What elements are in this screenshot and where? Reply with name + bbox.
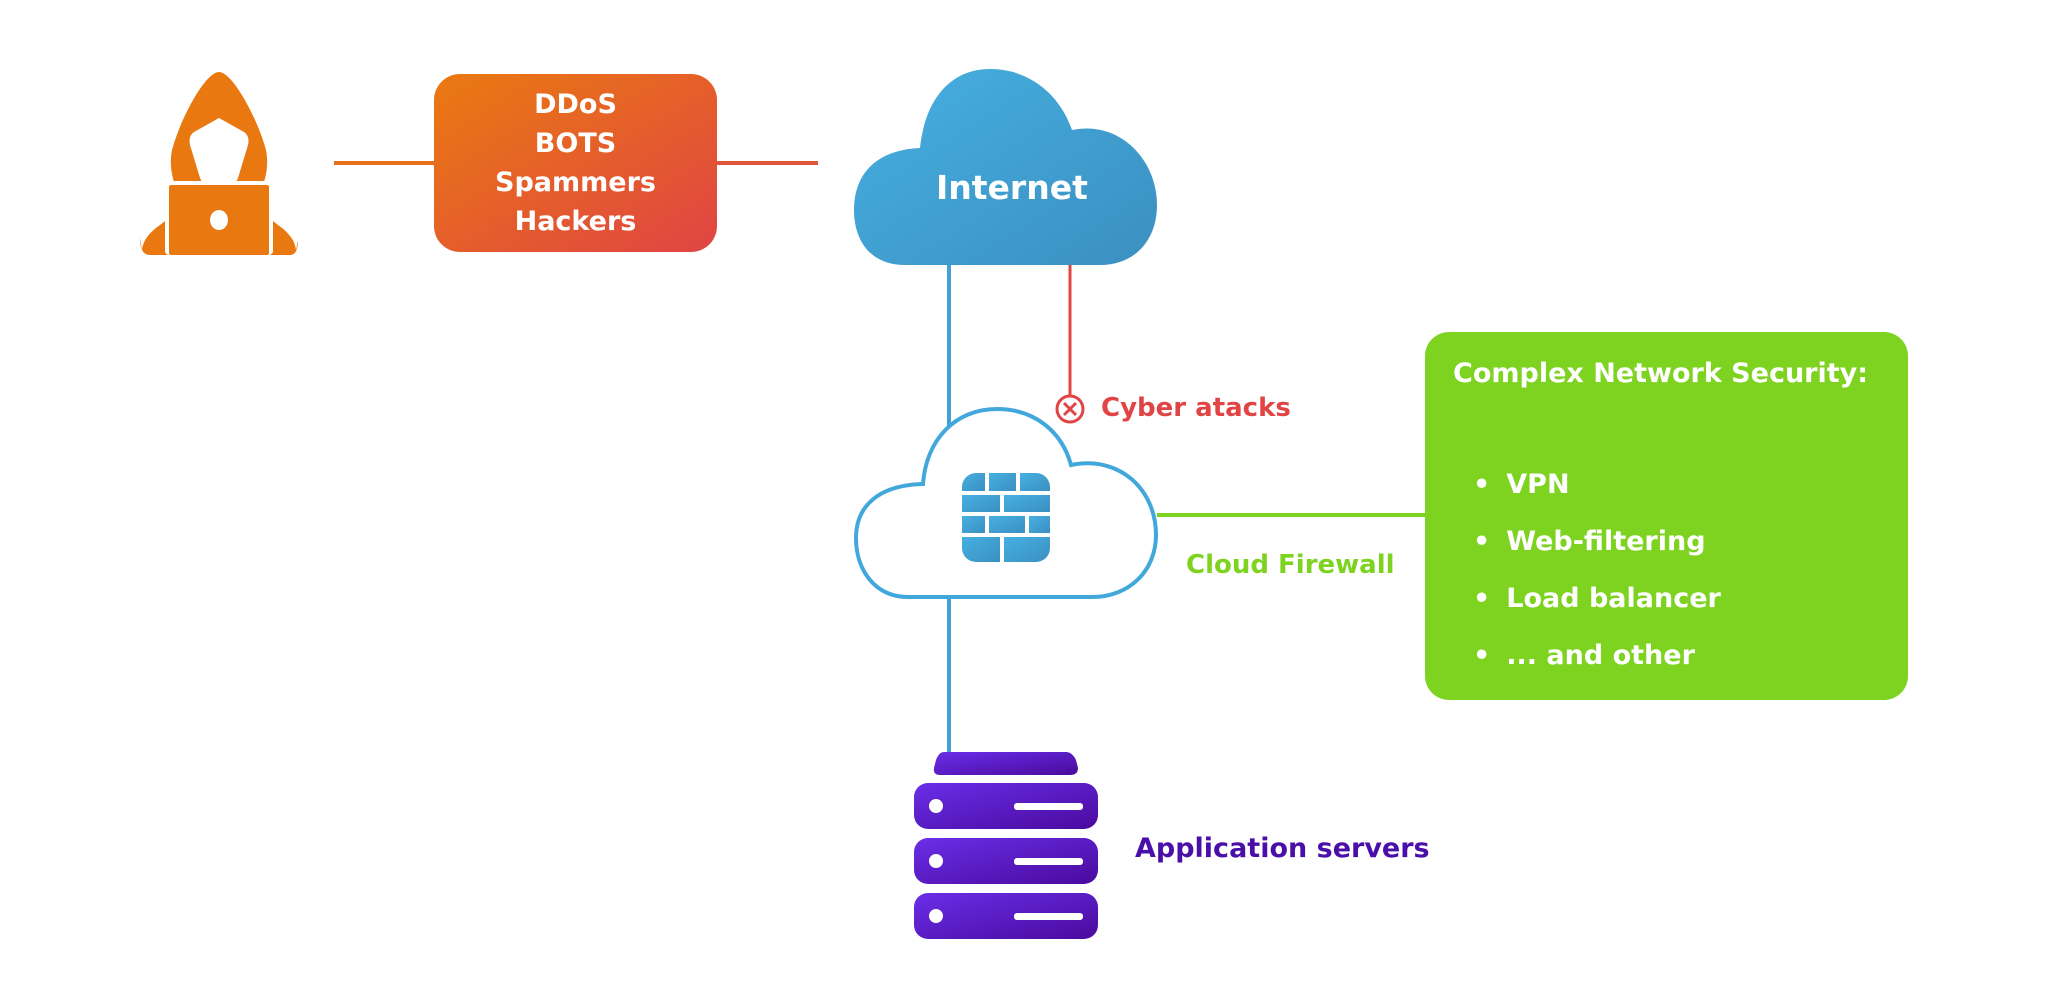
threats-box	[434, 74, 717, 252]
application-servers-label: Application servers	[1135, 833, 1430, 864]
security-item: Web-filtering	[1473, 525, 1721, 582]
security-list: VPN Web-filtering Load balancer ... and …	[1473, 468, 1721, 696]
internet-cloud-icon	[854, 69, 1157, 265]
brick-wall-icon	[962, 473, 1050, 562]
threat-item: Spammers	[495, 167, 656, 198]
cloud-firewall-label: Cloud Firewall	[1186, 550, 1395, 580]
blocked-x-icon	[1055, 394, 1085, 424]
server-stack-icon	[914, 752, 1098, 939]
cyber-attacks-label: Cyber atacks	[1101, 393, 1291, 423]
security-item: Load balancer	[1473, 582, 1721, 639]
threat-item: DDoS	[534, 89, 617, 120]
threats-list: DDoS BOTS Spammers Hackers	[434, 74, 717, 252]
security-item: VPN	[1473, 468, 1721, 525]
security-item: ... and other	[1473, 639, 1721, 696]
security-title: Complex Network Security:	[1453, 358, 1869, 389]
internet-label: Internet	[936, 168, 1088, 207]
hacker-icon	[140, 72, 298, 255]
network-security-box: Complex Network Security: VPN Web-filter…	[1425, 332, 1908, 700]
threat-item: BOTS	[534, 128, 617, 159]
threat-item: Hackers	[514, 206, 637, 237]
